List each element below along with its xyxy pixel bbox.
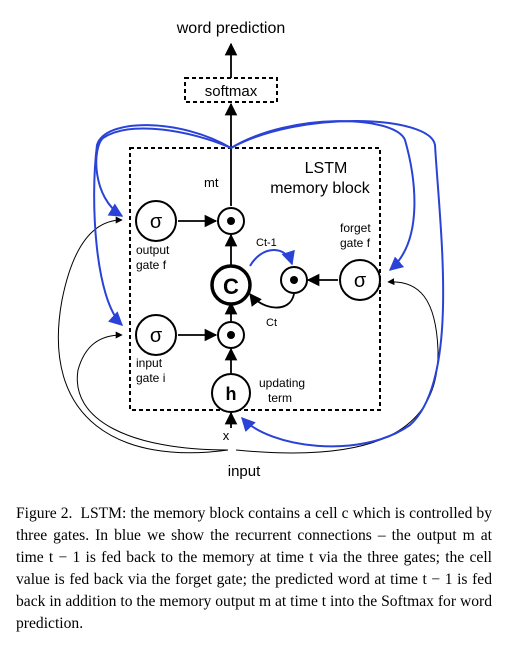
word-prediction-label: word prediction: [176, 20, 286, 37]
input-label: input: [228, 463, 261, 480]
input-gate-label-line1: input: [136, 356, 163, 370]
c-t-label: Ct: [266, 317, 277, 329]
output-multiply-dot: [227, 217, 235, 225]
forget-gate-label-line1: forget: [340, 221, 371, 235]
updating-term-label-line1: updating: [259, 376, 305, 390]
output-gate-label-line2: gate f: [136, 258, 167, 272]
output-gate-symbol: σ: [150, 211, 163, 233]
output-gate-label-line1: output: [136, 243, 170, 257]
input-multiply-dot: [227, 331, 235, 339]
figure-caption: Figure 2.LSTM: the memory block contains…: [16, 503, 492, 635]
forget-mult-to-cell-arrow: [249, 292, 295, 309]
input-gate-node: [135, 314, 177, 356]
forget-gate-label-line2: gate f: [340, 236, 371, 250]
updating-term-symbol: h: [226, 384, 237, 404]
forget-multiply-dot: [290, 276, 298, 284]
figure-caption-text: LSTM: the memory block contains a cell c…: [16, 505, 493, 632]
c-t-minus-1-label: Ct-1: [256, 237, 277, 249]
recurrent-to-input-gate-arrow: [93, 124, 232, 326]
lstm-diagram: σ σ σ C h word prediction softmax LSTM m…: [57, 20, 445, 480]
x-label: x: [223, 428, 230, 443]
cell-symbol: C: [223, 274, 239, 299]
input-to-input-gate-line: [76, 331, 229, 451]
lstm-label: LSTM: [305, 160, 348, 177]
figure-caption-label: Figure 2.: [16, 505, 73, 522]
forget-gate-symbol: σ: [354, 270, 367, 292]
softmax-label: softmax: [205, 83, 258, 100]
input-gate-label-line2: gate i: [136, 371, 165, 385]
output-gate-node: [135, 200, 177, 242]
recurrent-to-output-gate-arrow: [95, 127, 232, 217]
updating-term-label-line2: term: [268, 391, 292, 405]
m-t-label: mt: [204, 175, 219, 190]
updating-term-node: [211, 373, 251, 413]
cell-to-forget-mult-arrow: [249, 249, 295, 267]
input-gate-symbol: σ: [150, 325, 163, 347]
memory-block-label: memory block: [270, 180, 371, 197]
recurrent-to-updating-arrow: [230, 120, 445, 448]
cell-node: [210, 264, 252, 306]
forget-gate-node: [339, 259, 381, 301]
recurrent-to-forget-gate-arrow: [230, 120, 416, 271]
